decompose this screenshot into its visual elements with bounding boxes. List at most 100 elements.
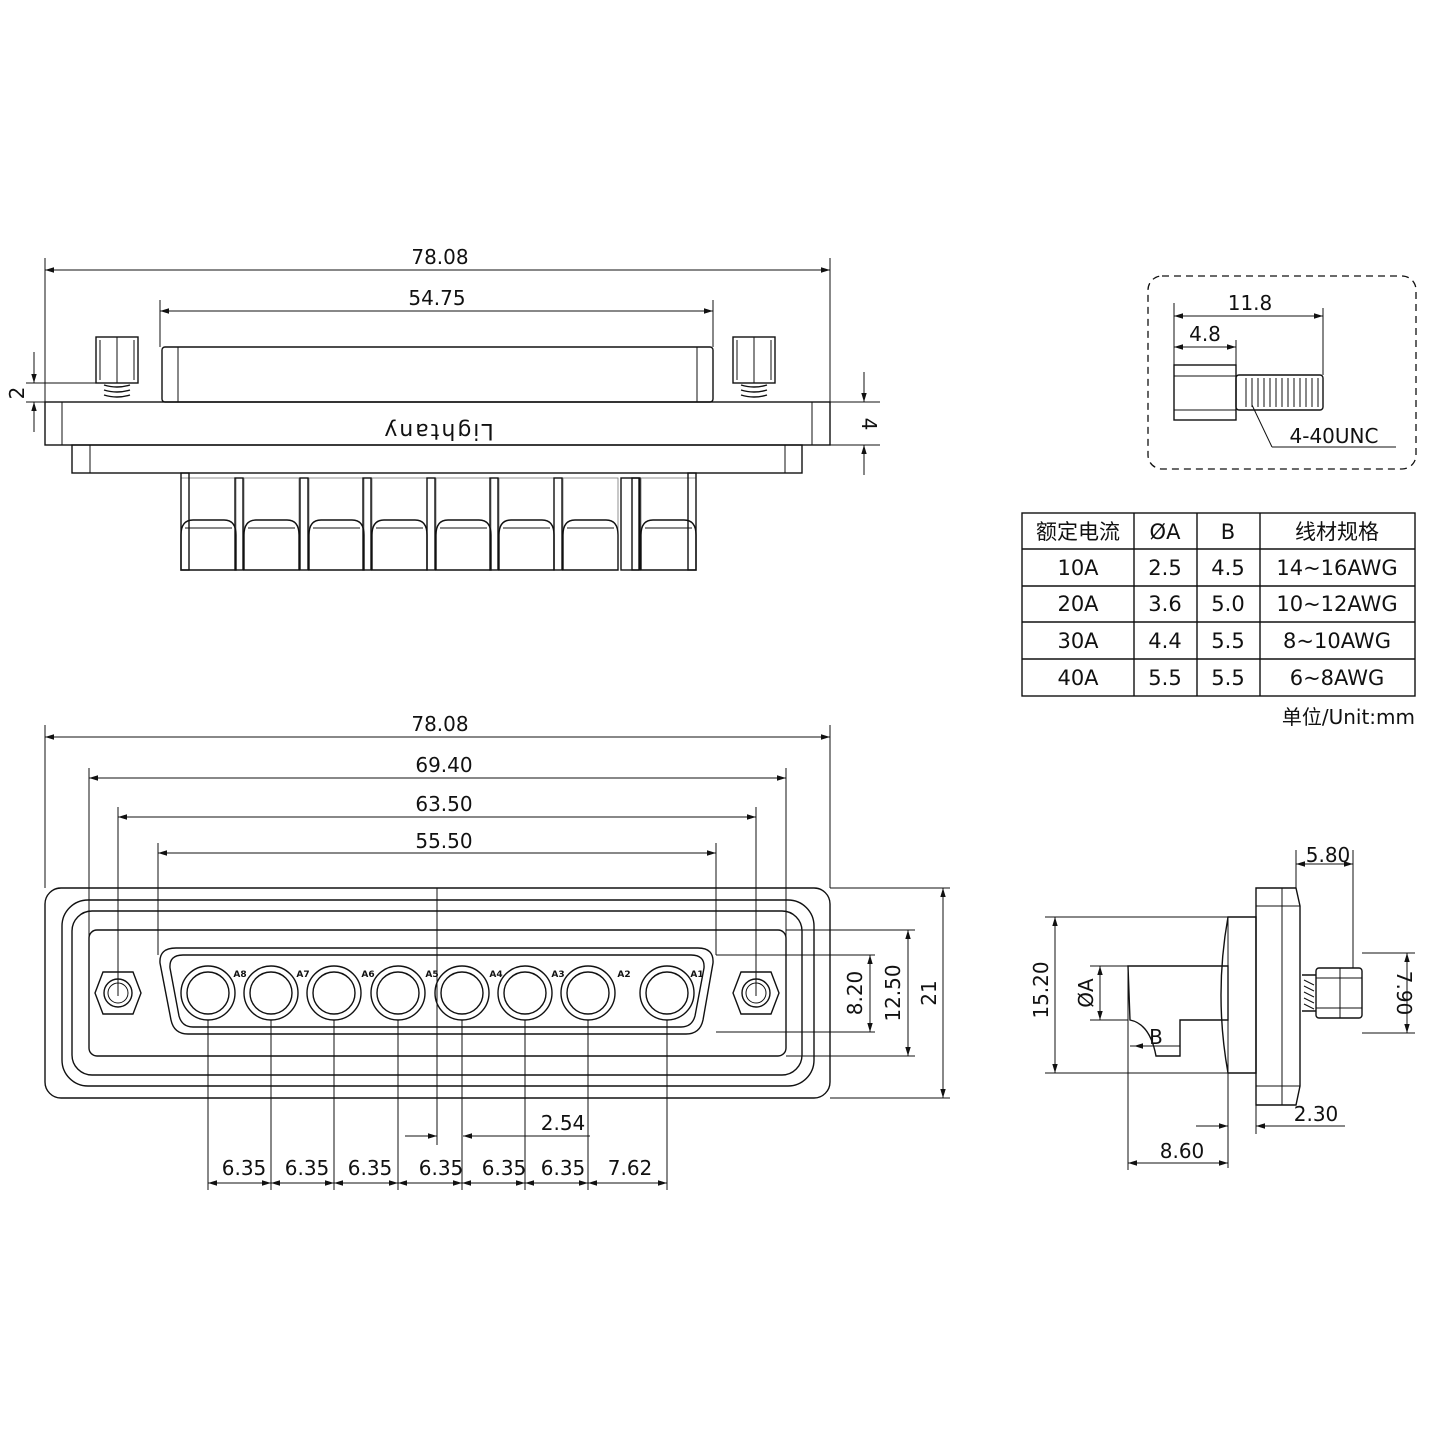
front-view: 78.08 69.40 63.50 55.50 A8 A7 A6 A5 A4 A… (44, 712, 950, 1190)
pin-cavity (306, 965, 362, 1021)
side-view: 5.80 15.20 ØA B 7.90 2.30 8.60 (1029, 843, 1416, 1170)
dim-pitch: 6.35 (222, 1156, 267, 1180)
table-cell: 14~16AWG (1276, 556, 1397, 580)
dim-inner-d-width: 55.50 (415, 829, 472, 853)
detail-frame (1147, 275, 1417, 470)
table-cell: 30A (1057, 629, 1099, 653)
screw-detail: 11.8 4.8 4-40UNC (1147, 275, 1417, 470)
dim-flange-depth: 5.80 (1306, 843, 1351, 867)
dim-mount-hole-pitch: 69.40 (415, 753, 472, 777)
dim-shell-width: 54.75 (408, 286, 465, 310)
pin-lug (180, 472, 190, 571)
mount-hole-left (103, 978, 133, 1008)
top-pins (180, 472, 697, 571)
d-shell-top (161, 346, 714, 403)
pin-lug (234, 477, 244, 571)
dim-nut-height: 7.90 (1392, 971, 1416, 1016)
pin-cup-top (180, 519, 237, 571)
table-cell: 3.6 (1148, 592, 1181, 616)
front-flange-inner (61, 899, 815, 1087)
pin-lug (362, 477, 372, 571)
table-header: 线材规格 (1295, 520, 1379, 544)
pin-label-a4: A4 (489, 970, 502, 980)
dim-pitch: 6.35 (482, 1156, 527, 1180)
table-cell: 4.4 (1148, 629, 1181, 653)
pin-lug (620, 477, 640, 571)
pin-cavity (434, 965, 490, 1021)
pin-contact (376, 971, 420, 1015)
pin-cavity (243, 965, 299, 1021)
spec-table: 额定电流 ØA B 线材规格 10A 2.5 4.5 14~16AWG 20A … (1021, 512, 1416, 729)
dim-flange-thickness: 4 (857, 418, 881, 431)
pin-lug (426, 477, 436, 571)
screw-hex-head (1173, 364, 1237, 421)
pin-cup-top (435, 519, 492, 571)
table-cell: 2.5 (1148, 556, 1181, 580)
dim-offset: 2.54 (541, 1111, 586, 1135)
pin-cup-top (308, 519, 365, 571)
pin-contact (440, 971, 484, 1015)
dim-nut-height: 2 (5, 387, 29, 400)
pin-cavity (560, 965, 616, 1021)
pin-lug (687, 472, 697, 571)
pin-lug (299, 477, 309, 571)
table-cell: 8~10AWG (1283, 629, 1391, 653)
dim-pin-diameter: ØA (1074, 978, 1098, 1008)
dim-overall-width-front: 78.08 (411, 712, 468, 736)
dim-outer-d-width: 63.50 (415, 792, 472, 816)
pin-label-a5: A5 (425, 970, 438, 980)
pin-cavity (180, 965, 236, 1021)
dim-pitch: 6.35 (541, 1156, 586, 1180)
table-header: ØA (1150, 520, 1182, 544)
table-cell: 4.5 (1211, 556, 1244, 580)
dim-body-height: 15.20 (1029, 961, 1053, 1018)
table-header: B (1221, 520, 1235, 544)
table-cell: 5.0 (1211, 592, 1244, 616)
mount-hex-left (94, 971, 142, 1015)
pin-cup-top (562, 519, 619, 571)
table-cell: 5.5 (1211, 666, 1244, 690)
pin-contact (566, 971, 610, 1015)
dim-pin-length: 8.60 (1160, 1139, 1205, 1163)
table-cell: 6~8AWG (1290, 666, 1385, 690)
table-cell: 20A (1057, 592, 1099, 616)
dim-pitch: 7.62 (608, 1156, 653, 1180)
brand-logo: Lightany (382, 418, 493, 443)
table-cell: 10A (1057, 556, 1099, 580)
pin-label-a7: A7 (296, 970, 309, 980)
pin-contact (645, 971, 689, 1015)
pin-cavity (639, 965, 695, 1021)
dim-pitch: 6.35 (348, 1156, 393, 1180)
side-pin-cup (1127, 965, 1229, 1057)
pin-label-a1: A1 (690, 970, 703, 980)
top-view: 78.08 54.75 Lightany 2 (5, 245, 881, 571)
side-body (1220, 916, 1257, 1074)
pin-lug (489, 477, 499, 571)
dim-wire-offset: B (1149, 1025, 1163, 1049)
unit-label: 单位/Unit:mm (1282, 705, 1415, 729)
table-cell: 10~12AWG (1276, 592, 1397, 616)
side-nut (1315, 967, 1363, 1019)
pin-cavity (370, 965, 426, 1021)
rear-body-top (71, 444, 803, 474)
dim-inner-height: 8.20 (843, 971, 867, 1016)
pin-label-a2: A2 (617, 970, 630, 980)
d-shell-inner (169, 954, 705, 1028)
dim-pitch: 6.35 (419, 1156, 464, 1180)
pin-label-a6: A6 (361, 970, 374, 980)
pin-label-a8: A8 (233, 970, 246, 980)
dim-overall-width-top: 78.08 (411, 245, 468, 269)
thread-spec-label: 4-40UNC (1290, 424, 1379, 448)
mount-hex-right (732, 971, 780, 1015)
table-cell: 40A (1057, 666, 1099, 690)
pin-contact (186, 971, 230, 1015)
pin-contact (312, 971, 356, 1015)
pin-label-a3: A3 (551, 970, 564, 980)
table-header: 额定电流 (1036, 520, 1120, 544)
side-flange (1255, 887, 1301, 1106)
screw-thread (1235, 374, 1324, 411)
dim-outer-height: 12.50 (881, 964, 905, 1021)
pin-cup-top (243, 519, 300, 571)
pin-lug (553, 477, 563, 571)
